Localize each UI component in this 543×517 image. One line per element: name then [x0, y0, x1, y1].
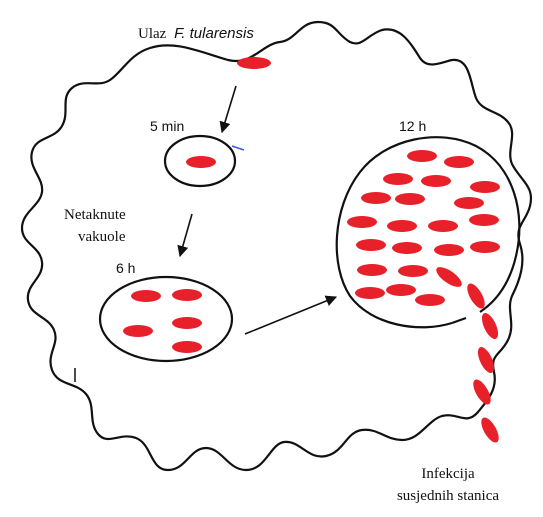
bacterium-12h — [356, 239, 386, 251]
bacterium-12h — [347, 216, 377, 228]
bacterium-6h — [172, 289, 202, 301]
infection-label-line2: susjednih stanica — [397, 488, 499, 504]
bacterium-12h — [421, 175, 451, 187]
bacterium-12h — [386, 284, 416, 296]
label-12h: 12 h — [399, 118, 426, 134]
bacterium-12h — [407, 150, 437, 162]
bacterium-12h — [454, 197, 484, 209]
vacuole-label-line2: vakuole — [78, 229, 126, 245]
bacterium-escaping — [464, 281, 488, 311]
infection-label-line1: Infekcija — [421, 466, 475, 482]
vacuole-12h-gap — [452, 318, 466, 323]
bacterium-12h — [355, 287, 385, 299]
bacterium-12h — [470, 241, 500, 253]
arrow-entry-to-5min — [222, 86, 236, 132]
bacterium-12h — [415, 294, 445, 306]
entry-label: Ulaz F. tularensis — [138, 25, 254, 42]
bacterium-6h — [123, 325, 153, 337]
bacterium-12h — [357, 264, 387, 276]
bacteria-6h — [123, 289, 202, 353]
bacterium-12h — [469, 214, 499, 226]
bacterium-12h — [361, 192, 391, 204]
bacterium-12h — [395, 193, 425, 205]
bacterium-6h — [131, 290, 161, 302]
label-6h: 6 h — [116, 260, 135, 276]
bacterium-6h — [172, 341, 202, 353]
bacterium-6h — [172, 317, 202, 329]
label-5min: 5 min — [150, 118, 184, 134]
bacterium-12h — [444, 156, 474, 168]
bacterium-12h — [434, 244, 464, 256]
bacterium-12h — [383, 173, 413, 185]
marker-tick — [232, 146, 244, 150]
bacteria-escaping — [464, 281, 502, 445]
vacuole-6h — [100, 277, 232, 361]
vacuole-label-line1: Netaknute — [64, 207, 126, 223]
bacterium-escaping — [479, 311, 502, 341]
bacterium-12h — [398, 265, 428, 277]
arrow-5min-to-6h — [180, 214, 192, 256]
bacterium-12h — [392, 242, 422, 254]
bacterium-12h — [470, 181, 500, 193]
bacterium-12h — [428, 220, 458, 232]
bacterium-5min — [186, 156, 216, 168]
entry-label-prefix: Ulaz — [138, 26, 167, 42]
bacterium-12h — [433, 263, 464, 290]
bacteria-12h — [347, 150, 500, 306]
arrow-6h-to-12h — [245, 297, 336, 334]
bacterium-escaping — [470, 377, 494, 407]
bacterium-escaping — [478, 415, 502, 445]
entry-label-species: F. tularensis — [174, 25, 254, 42]
bacterium-12h — [387, 220, 417, 232]
bacterium-entry — [237, 57, 271, 69]
